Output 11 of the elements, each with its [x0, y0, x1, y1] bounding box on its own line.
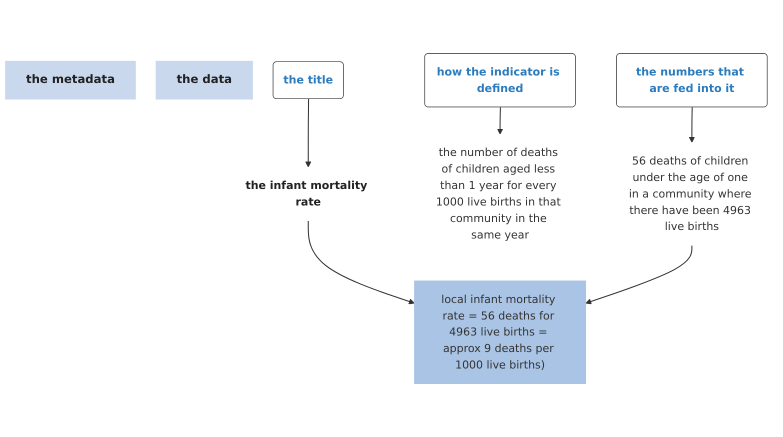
arrow	[308, 220, 415, 304]
node-text: the infant mortality rate	[245, 178, 368, 208]
node-text: 56 deaths of children under the age of one in a community where there have been 4963 live births	[628, 154, 752, 233]
node-box: the metadata	[5, 60, 136, 100]
arrow	[585, 245, 692, 304]
arrow	[688, 107, 695, 143]
node-box: local infant mortality rate = 56 deaths for 4963 live births = approx 9 deaths per 1000 live births)	[414, 280, 586, 384]
node-box: the data	[156, 60, 253, 100]
arrow	[305, 98, 312, 168]
node-text: the number of deaths of children aged less than 1 year for every 1000 live births in that community in the same year	[436, 146, 561, 242]
arrow	[497, 107, 504, 135]
